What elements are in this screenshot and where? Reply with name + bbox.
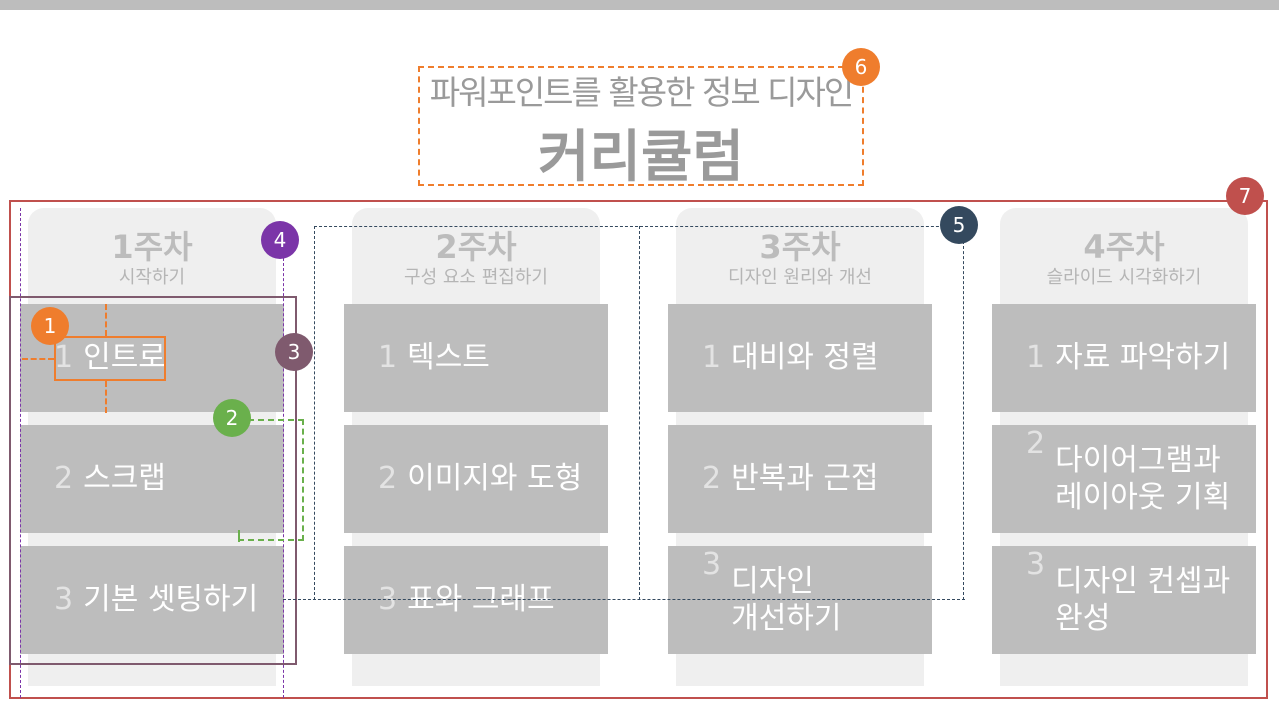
annotation-bracket-2-tick xyxy=(238,530,240,542)
item-number: 1 xyxy=(1026,340,1046,376)
item-label-line: 디자인 컨셉과 xyxy=(1055,563,1231,599)
curriculum-item[interactable]: 2 다이어그램과 레이아웃 기획 xyxy=(992,425,1256,533)
curriculum-item[interactable]: 1 자료 파악하기 xyxy=(992,304,1256,412)
week-title: 4주차 xyxy=(1083,228,1165,266)
week-title: 3주차 xyxy=(759,228,841,266)
marker-badge: 4 xyxy=(261,221,299,259)
week-subtitle: 구성 요소 편집하기 xyxy=(404,267,548,288)
item-label-group: 디자인 컨셉과 완성 xyxy=(1055,563,1230,638)
marker-badge: 5 xyxy=(940,206,978,244)
annotation-line-1-left xyxy=(22,358,54,360)
annotation-line-1-top xyxy=(105,304,107,336)
curriculum-item[interactable]: 2 스크랩 xyxy=(20,425,284,533)
item-label: 기본 셋팅하기 xyxy=(83,582,259,618)
marker-badge: 3 xyxy=(275,333,313,371)
curriculum-item[interactable]: 3 디자인 개선하기 xyxy=(668,546,932,654)
week-title: 2주차 xyxy=(435,228,517,266)
guide-line-right xyxy=(283,258,284,698)
curriculum-item[interactable]: 2 반복과 근접 xyxy=(668,425,932,533)
marker-badge: 2 xyxy=(213,399,251,437)
item-label: 이미지와 도형 xyxy=(407,461,583,497)
item-number: 2 xyxy=(702,461,722,497)
week-title: 1주차 xyxy=(111,228,193,266)
item-number: 3 xyxy=(54,582,74,618)
top-bar xyxy=(0,0,1279,10)
item-label-group: 다이어그램과 레이아웃 기획 xyxy=(1055,442,1230,517)
item-number: 2 xyxy=(54,461,74,497)
marker-badge: 7 xyxy=(1226,177,1264,215)
week-subtitle: 슬라이드 시각화하기 xyxy=(1046,267,1202,288)
item-label-group: 디자인 개선하기 xyxy=(731,563,841,638)
guide-line-left xyxy=(20,208,21,698)
week-subtitle: 시작하기 xyxy=(118,267,186,288)
item-label: 자료 파악하기 xyxy=(1055,340,1231,376)
annotation-frame-3 xyxy=(9,296,297,665)
item-label: 스크랩 xyxy=(83,461,166,497)
item-label-line: 개선하기 xyxy=(731,601,842,636)
item-number: 1 xyxy=(378,340,398,376)
item-label-line: 완성 xyxy=(1055,601,1111,636)
marker-badge: 6 xyxy=(842,48,880,86)
slide-title: 커리큘럼 xyxy=(537,125,745,190)
annotation-bracket-2 xyxy=(238,419,304,541)
item-number: 1 xyxy=(702,340,722,376)
item-label: 인트로 xyxy=(83,340,166,376)
annotation-line-1-bottom xyxy=(105,381,107,413)
annotation-frame-1 xyxy=(54,336,166,381)
curriculum-item[interactable]: 3 기본 셋팅하기 xyxy=(20,546,284,654)
annotation-frame-6 xyxy=(418,66,864,186)
week-subtitle: 디자인 원리와 개선 xyxy=(728,267,872,288)
curriculum-item[interactable]: 3 디자인 컨셉과 완성 xyxy=(992,546,1256,654)
annotation-divider-5 xyxy=(639,226,640,600)
curriculum-item[interactable]: 2 이미지와 도형 xyxy=(344,425,608,533)
curriculum-item[interactable]: 1 대비와 정렬 xyxy=(668,304,932,412)
curriculum-item[interactable]: 1 텍스트 xyxy=(344,304,608,412)
item-label: 텍스트 xyxy=(407,340,490,376)
item-number: 2 xyxy=(1026,426,1046,461)
item-label: 대비와 정렬 xyxy=(731,340,879,376)
item-number: 2 xyxy=(378,461,398,497)
item-label: 반복과 근접 xyxy=(731,461,879,497)
item-label-line: 디자인 xyxy=(731,563,814,599)
item-label-line: 레이아웃 기획 xyxy=(1055,480,1231,515)
marker-badge: 1 xyxy=(31,307,69,345)
slide-subtitle: 파워포인트를 활용한 정보 디자인 xyxy=(429,73,855,112)
item-number: 1 xyxy=(54,340,74,376)
item-number: 3 xyxy=(702,547,722,582)
item-number: 3 xyxy=(1026,547,1046,582)
annotation-baseline-5 xyxy=(283,599,965,600)
item-label-line: 다이어그램과 xyxy=(1055,442,1221,478)
